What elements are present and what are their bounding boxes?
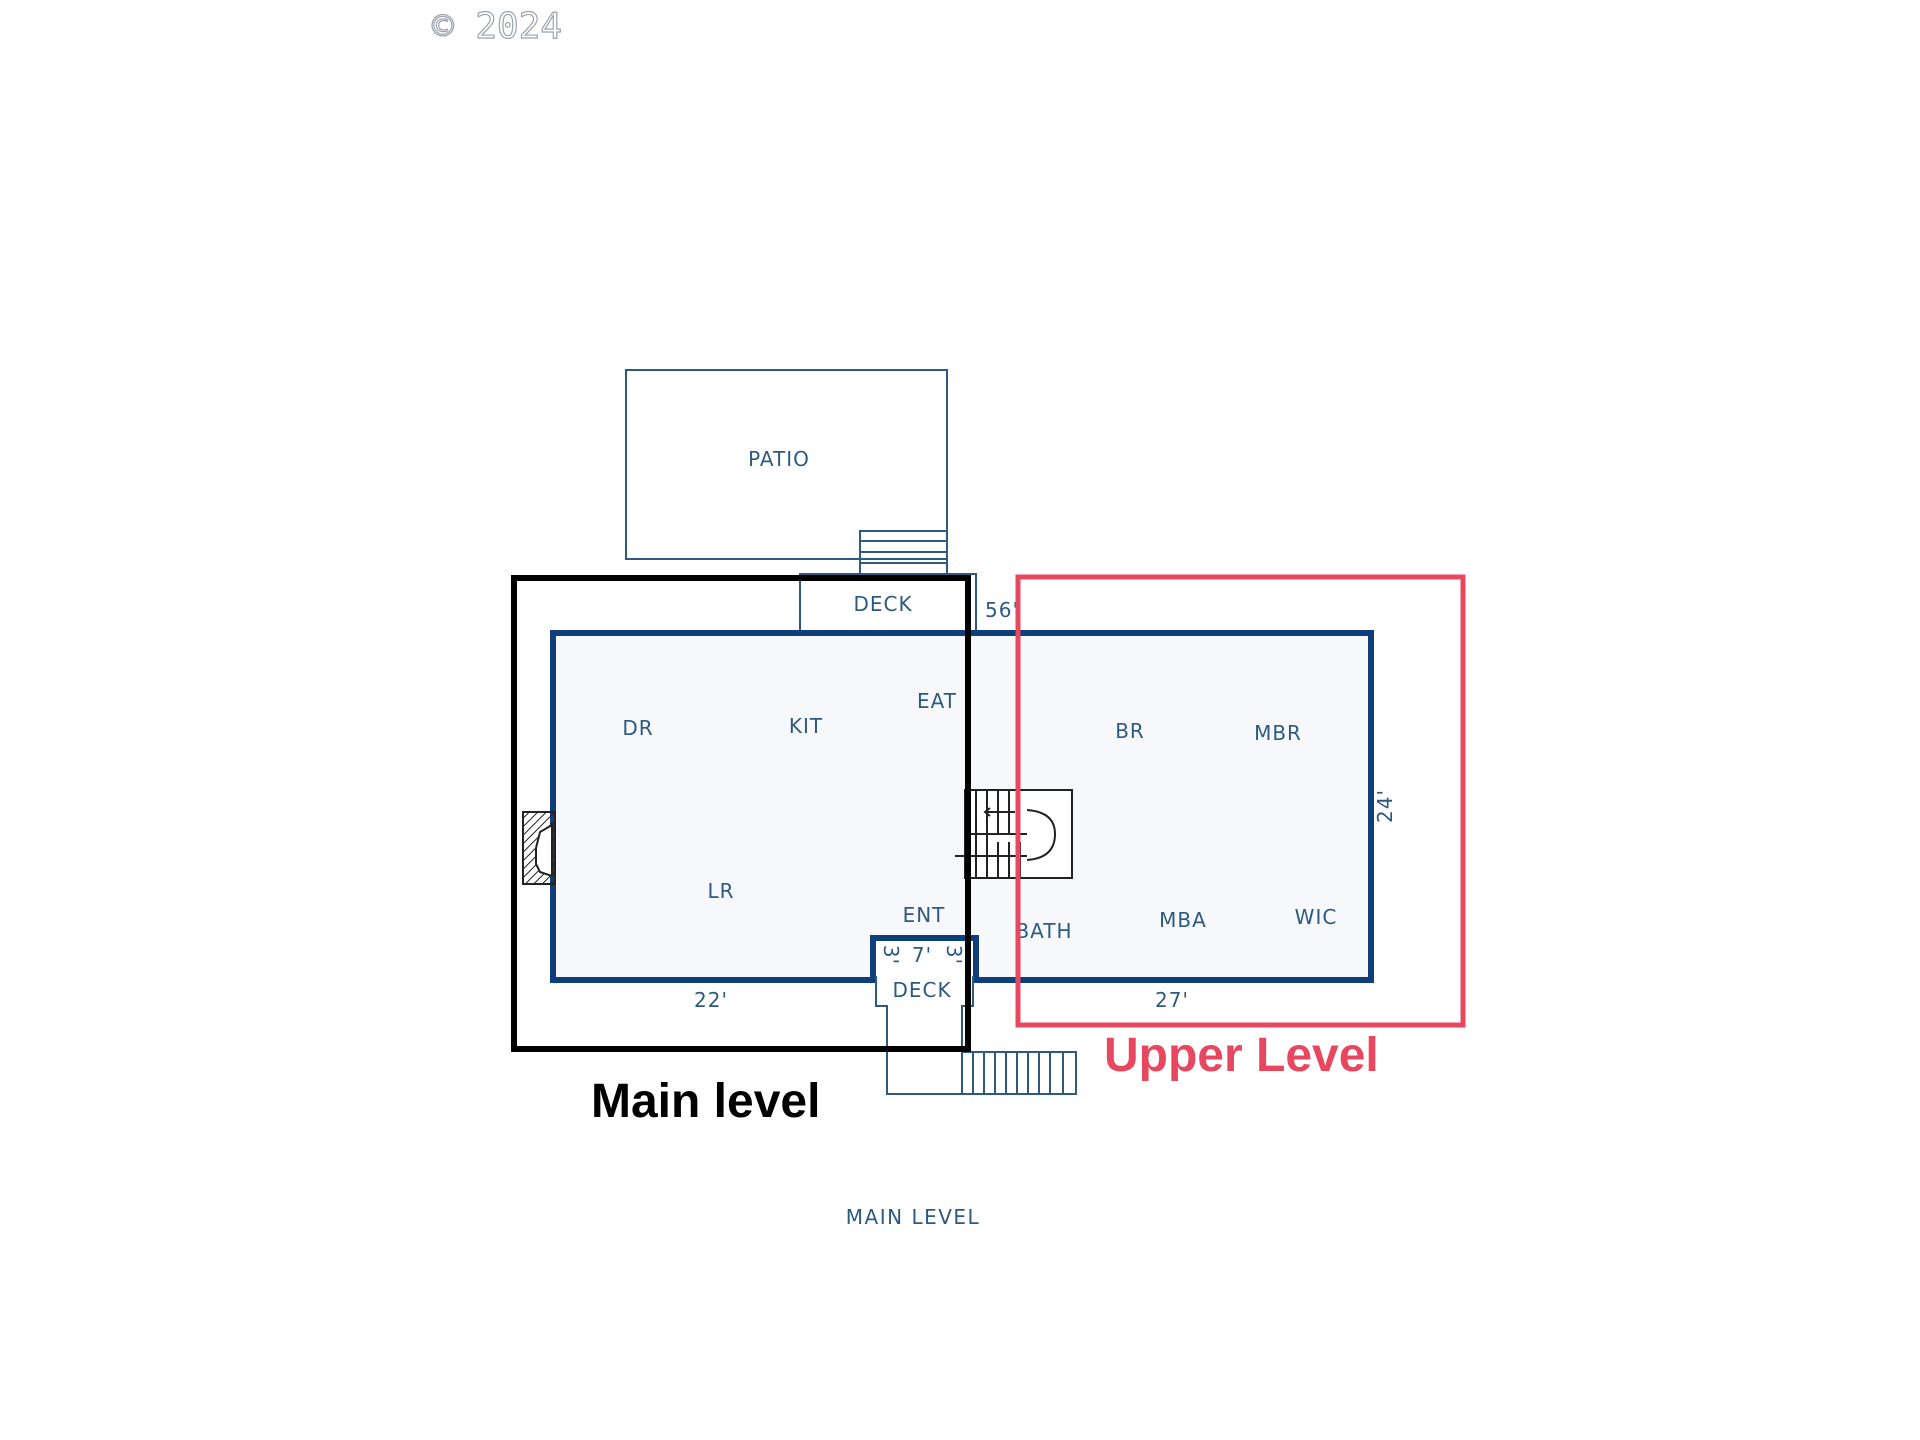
room-label-kit: KIT	[789, 714, 823, 738]
room-label-lr: LR	[707, 879, 734, 903]
room-label-eat: EAT	[917, 689, 957, 713]
patio-outline	[625, 369, 948, 560]
fireplace-icon	[522, 811, 556, 885]
dim-right-width: 27'	[1155, 988, 1189, 1012]
dim-depth: 24'	[1373, 789, 1397, 823]
room-label-mba: MBA	[1159, 908, 1207, 932]
patio-steps	[859, 530, 948, 575]
main-level-outline-box	[511, 575, 971, 1052]
floor-caption: MAIN LEVEL	[846, 1205, 980, 1229]
deck-bottom-outline	[875, 976, 974, 1095]
dim-deck-side-left: 3'	[879, 945, 903, 965]
dim-total-width: 56'	[985, 598, 1019, 622]
upper-level-annotation: Upper Level	[1104, 1029, 1379, 1082]
upper-level-outline-box	[1015, 574, 1466, 1028]
house-floor	[553, 633, 1371, 980]
deck-bottom-steps	[961, 1051, 1077, 1095]
dim-deck-width: 7'	[912, 943, 932, 967]
room-label-mbr: MBR	[1254, 721, 1302, 745]
room-label-deck-top: DECK	[853, 592, 912, 616]
house-walls	[550, 630, 1374, 983]
room-label-deck-bottom: DECK	[892, 978, 951, 1002]
room-label-br: BR	[1115, 719, 1145, 743]
dim-deck-side-right: 3'	[942, 945, 966, 965]
main-level-annotation: Main level	[591, 1075, 820, 1128]
dim-left-width: 22'	[694, 988, 728, 1012]
room-label-bath: BATH	[1015, 919, 1072, 943]
room-label-ent: ENT	[903, 903, 946, 927]
room-label-patio: PATIO	[748, 447, 810, 471]
room-label-wic: WIC	[1295, 905, 1338, 929]
room-label-dr: DR	[622, 716, 653, 740]
copyright-text: © 2024	[432, 6, 562, 47]
staircase-icon	[955, 789, 1073, 879]
